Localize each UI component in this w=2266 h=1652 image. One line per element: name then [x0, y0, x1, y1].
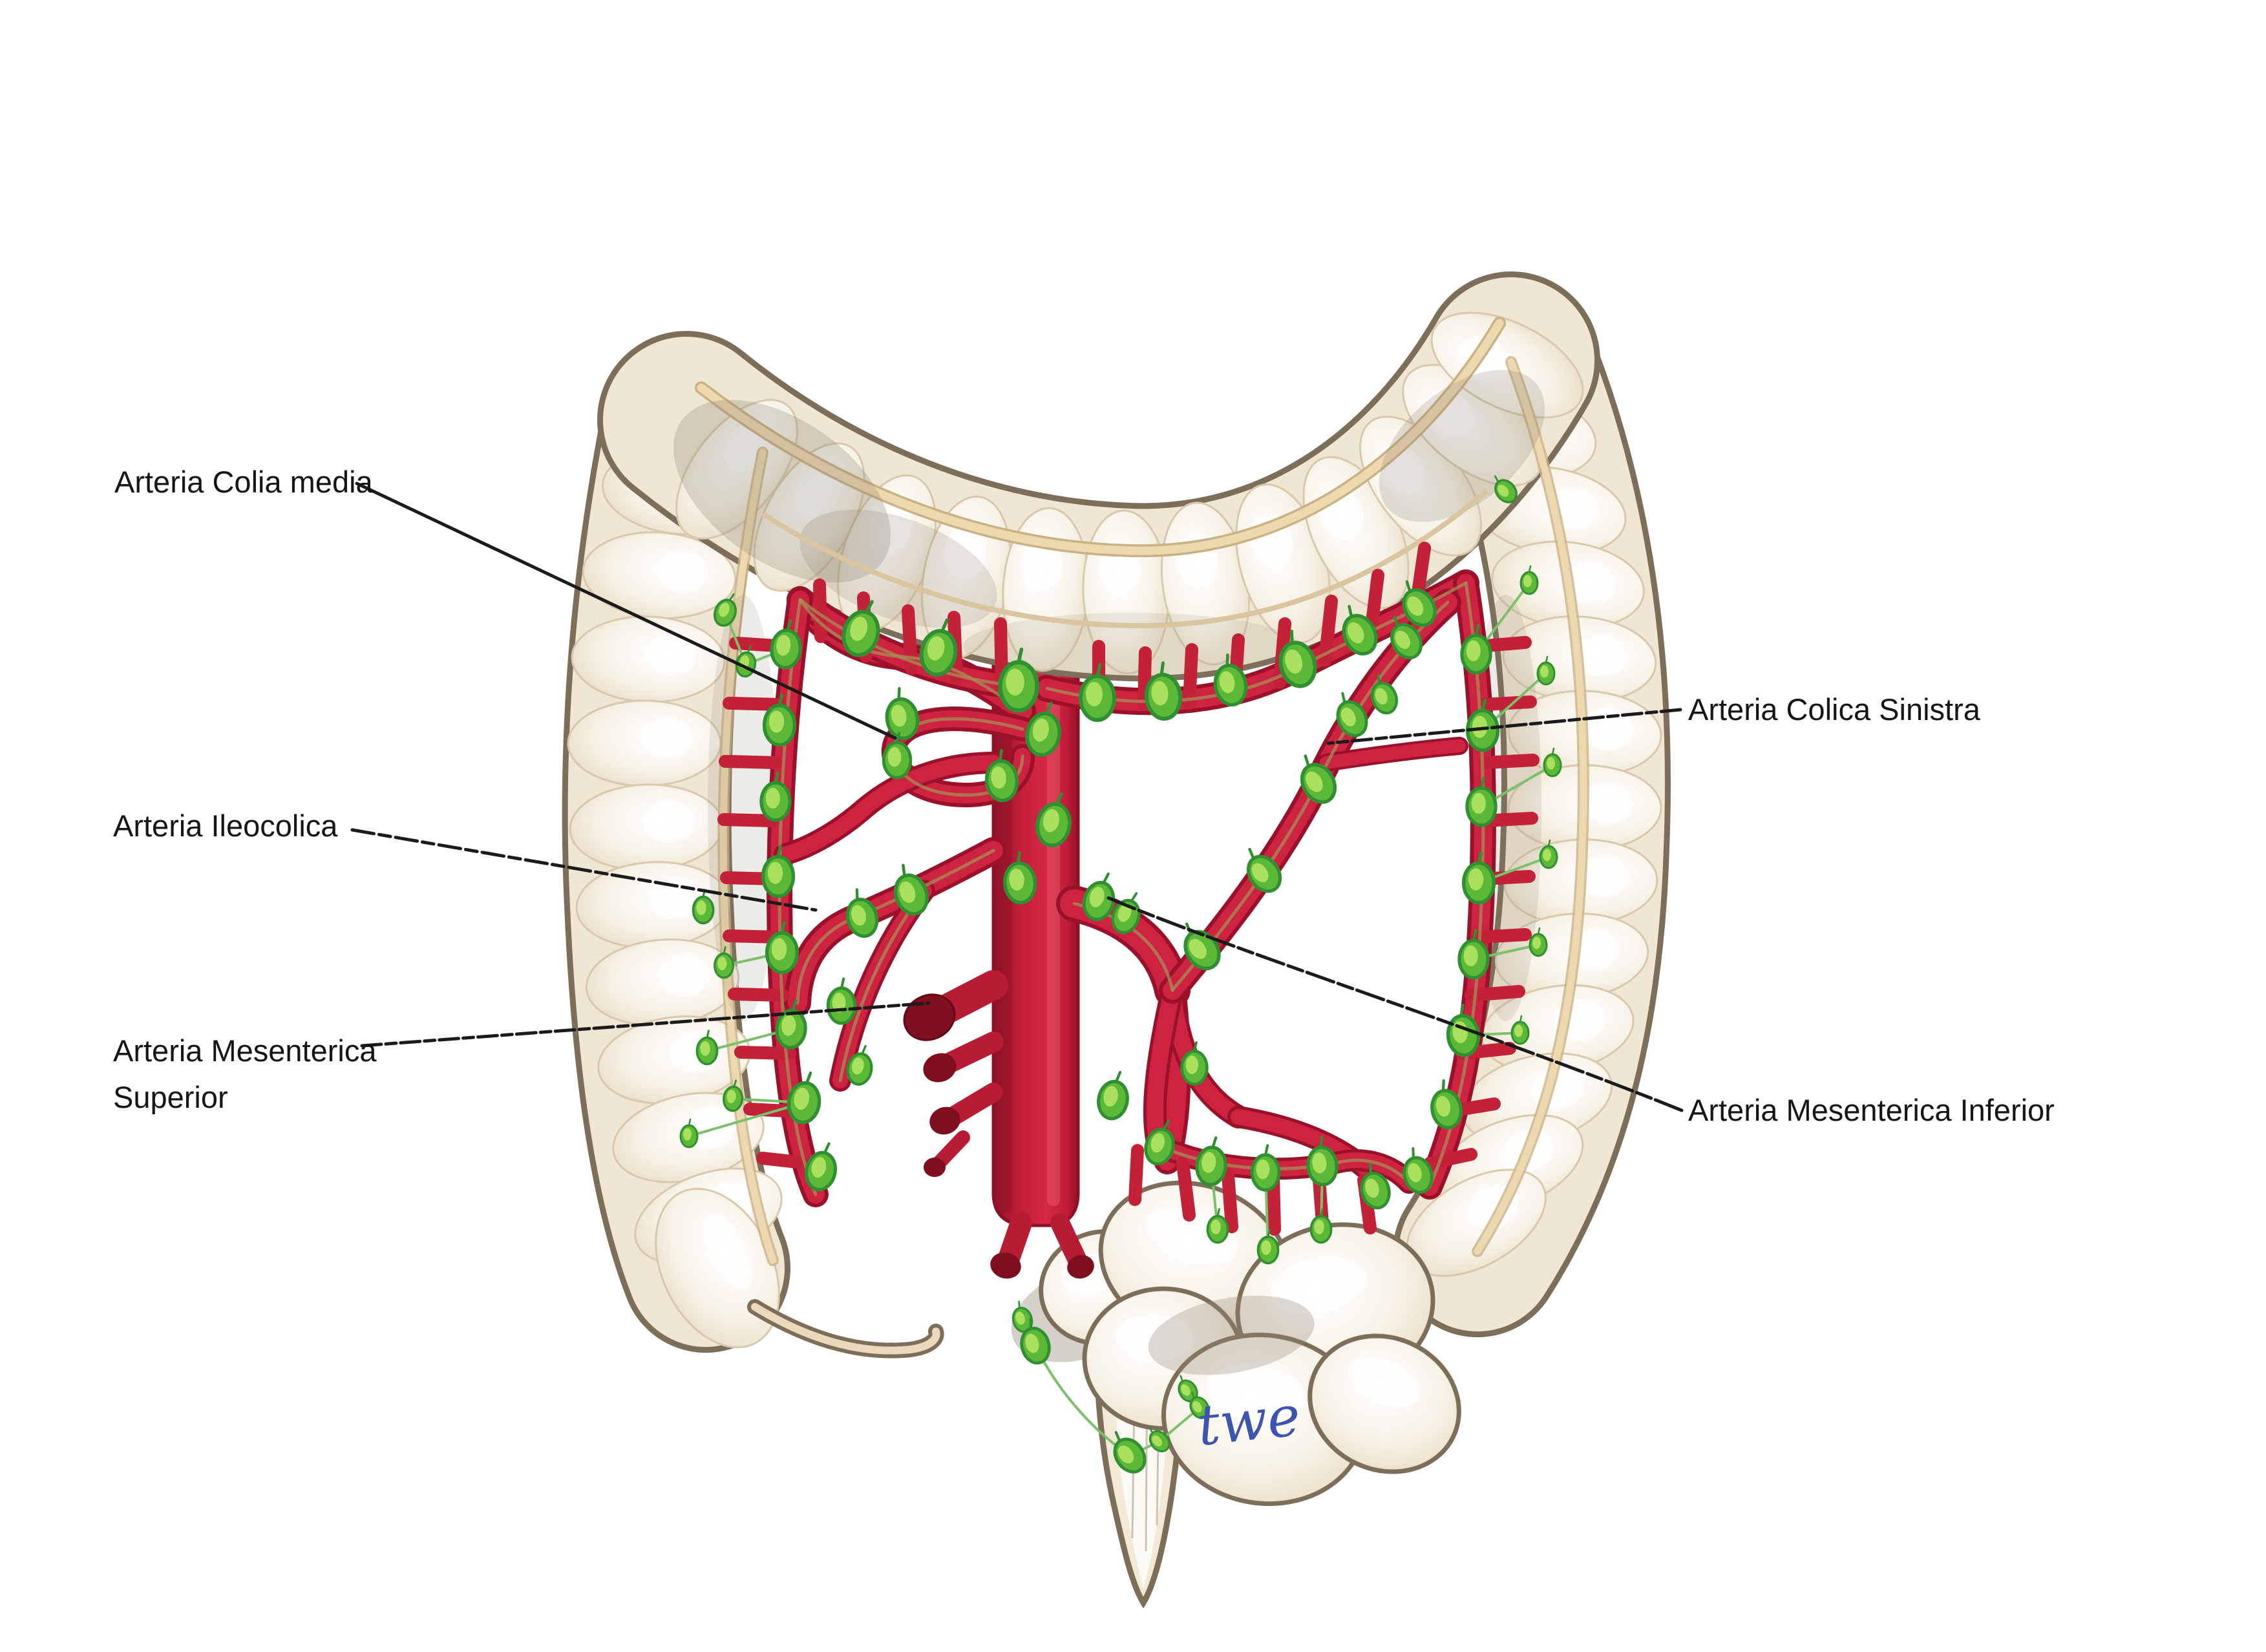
- lymph-node: [762, 693, 797, 747]
- lymph-node: [1079, 662, 1116, 722]
- anatomy-labels: Arteria Colia media Arteria Ileocolica A…: [113, 465, 2055, 1127]
- lymph-node: [770, 619, 802, 670]
- lymph-node: [1020, 1317, 1051, 1365]
- leader-line-mesenterica-inferior: [1105, 895, 1684, 1112]
- lymph-node: [713, 593, 737, 627]
- lymph-node: [1370, 674, 1399, 715]
- lymph-node: [998, 648, 1039, 713]
- sigmoid-shadow: [1148, 1295, 1315, 1375]
- lymph-node: [1460, 624, 1492, 675]
- lymph-node: [1336, 692, 1368, 737]
- mesenteric-arteries: [717, 542, 1540, 1279]
- lymph-node: [1539, 839, 1558, 869]
- lymph-node: [1250, 1144, 1281, 1192]
- lymph-node: [893, 863, 929, 916]
- lymph-node: [1189, 1392, 1210, 1419]
- lymph-node: [1403, 1147, 1434, 1194]
- lymph-node: [1309, 1208, 1333, 1244]
- leader-line-colia-media: [355, 482, 897, 740]
- cut-vessel-stubs: [903, 970, 1094, 1279]
- label-colica-sinistra: Arteria Colica Sinistra: [1688, 692, 1981, 726]
- label-colia-media: Arteria Colia media: [114, 465, 374, 499]
- lymph-node: [1465, 776, 1498, 827]
- lymph-node: [1360, 1162, 1391, 1210]
- sma-cut-stub: [903, 993, 956, 1041]
- lymph-node: [1113, 1431, 1147, 1474]
- lymph-node: [1494, 475, 1518, 503]
- lymph-node: [1543, 747, 1562, 778]
- lymph-node: [919, 618, 958, 677]
- lymph-node: [1082, 873, 1116, 922]
- leader-lines: [350, 482, 1684, 1112]
- lymph-node: [1402, 580, 1437, 627]
- lymph-node: [1206, 1208, 1229, 1244]
- label-mesenterica-superior-line2: Superior: [113, 1080, 228, 1114]
- lymph-node: [692, 889, 715, 925]
- lymph-node: [1097, 1070, 1129, 1121]
- lymph-node: [885, 687, 920, 741]
- label-mesenterica-superior-line1: Arteria Mesenterica: [113, 1033, 377, 1068]
- lymph-node: [1457, 929, 1490, 980]
- lymph-node: [1180, 1041, 1209, 1086]
- lymph-node: [1529, 927, 1548, 957]
- artist-signature: twe: [1194, 1384, 1304, 1459]
- lymph-node: [846, 1044, 873, 1086]
- label-mesenterica-inferior: Arteria Mesenterica Inferior: [1688, 1093, 2055, 1127]
- appendix: [747, 1299, 944, 1359]
- lymph-node: [1390, 615, 1423, 660]
- lymph-node: [1213, 653, 1248, 707]
- lymph-node: [1536, 655, 1556, 686]
- lymph-node: [1256, 1229, 1280, 1265]
- sigmoid-colon: [1039, 1180, 1461, 1507]
- lymph-node: [1461, 851, 1496, 905]
- inferior-mesenteric-artery: [1074, 904, 1409, 1183]
- lymph-node: [1342, 604, 1378, 656]
- lymph-node: [1144, 1119, 1175, 1166]
- lymph-node: [1519, 565, 1539, 595]
- lymph-node: [1306, 1136, 1339, 1187]
- lymph-node: [695, 1030, 719, 1066]
- lymph-node: [765, 920, 799, 975]
- ascending-colon-haustra: [567, 447, 783, 1349]
- lymph-node: [723, 1079, 743, 1112]
- lymph-node: [787, 1071, 821, 1125]
- lymph-node: [679, 1118, 699, 1149]
- lymph-node: [1510, 1015, 1530, 1045]
- lymph-node: [759, 771, 792, 822]
- lymph-node: [1149, 1426, 1170, 1452]
- lymph-node: [826, 977, 857, 1025]
- lymph-node: [1246, 847, 1282, 893]
- lymph-node: [775, 999, 807, 1050]
- lymph-node: [845, 888, 879, 938]
- lymph-node: [1430, 1079, 1463, 1130]
- leader-line-colica-sinistra: [1326, 708, 1682, 745]
- lymph-node: [714, 946, 734, 979]
- lymph-node: [1002, 851, 1037, 905]
- lymph-node: [1144, 661, 1183, 721]
- lymph-node: [1035, 792, 1072, 847]
- lymph-nodes: [679, 475, 1562, 1474]
- taenia-coli: [695, 317, 1589, 1266]
- ileocolic-artery: [785, 763, 993, 1081]
- mesentery-edge: [761, 489, 1488, 629]
- lymph-node: [1183, 922, 1221, 971]
- label-ileocolica: Arteria Ileocolica: [113, 809, 338, 843]
- leader-line-ileocolica: [350, 828, 818, 912]
- lymph-node: [1278, 630, 1317, 688]
- lymph-node: [1300, 754, 1337, 804]
- lymph-node: [1195, 1136, 1227, 1187]
- lymph-node: [882, 732, 913, 779]
- lymph-node: [842, 600, 880, 657]
- lymph-node: [1025, 701, 1061, 757]
- lymph-node: [984, 748, 1019, 803]
- leader-line-mesenterica-superior: [360, 1001, 931, 1048]
